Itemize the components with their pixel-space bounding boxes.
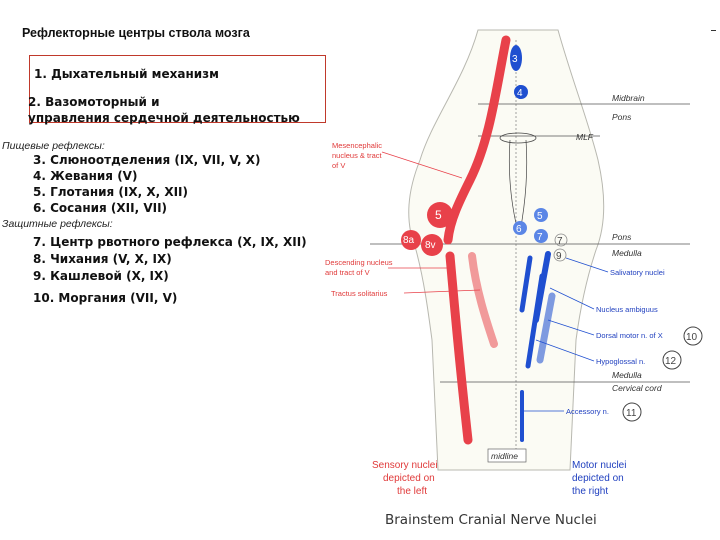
label-ambiguus: Nucleus ambiguus [596,305,658,314]
nutrition-item: 5. Глотания (IX, X, XII) [33,185,188,199]
label-hypoglossal: Hypoglossal n. [596,357,645,366]
sensory-caption-3: the left [397,486,427,497]
protective-item: 7. Центр рвотного рефлекса (X, IX, XII) [33,235,307,249]
motor-caption-3: the right [572,486,608,497]
sensory-caption-2: depicted on [383,473,435,484]
tractus-solitarius [468,252,498,348]
label-dorsal: Dorsal motor n. of X [596,331,663,340]
label-midbrain: Midbrain [612,93,645,103]
motor-col-a [519,255,533,313]
label-medulla-top: Medulla [612,248,642,258]
item-vasomotor-line1: 2. Вазомоторный и [28,95,160,109]
num-3: 3 [512,54,518,65]
protective-item: 9. Кашлевой (X, IX) [33,269,169,283]
nucleus-3 [510,45,522,71]
mesencephalic-tract [443,35,511,245]
highlight-box [29,55,326,123]
page-title: Рефлекторные центры ствола мозга [22,26,250,40]
figure-caption: Brainstem Cranial Nerve Nuclei [385,512,597,528]
protective-item: 10. Моргания (VII, V) [33,291,178,305]
item-vasomotor-line2: управления сердечной деятельностью [28,111,300,125]
label-pons-top: Pons [612,112,632,122]
label-mesencephalic-3: of V [332,161,345,170]
num-12: 12 [665,356,677,367]
num-8v: 8v [425,240,436,251]
mlf-ellipse [499,132,537,144]
label-descending-2: and tract of V [325,268,370,277]
nucleus-5-red [427,202,453,228]
num-10: 10 [686,332,698,343]
nutrition-item: 3. Слюноотделения (IX, VII, V, X) [33,153,261,167]
num-6: 6 [516,224,522,235]
label-mesencephalic-1: Mesencephalic [332,141,382,150]
label-accessory: Accessory n. [566,407,609,416]
motor-caption-2: depicted on [572,473,624,484]
label-mlf: MLF [576,132,594,142]
nutrition-item: 6. Сосания (XII, VII) [33,201,168,215]
item-respiratory: 1. Дыхательный механизм [34,67,219,81]
label-medulla-bottom: Medulla [612,370,642,380]
num-7-circle: 7 [557,236,563,247]
protective-item: 8. Чихания (V, X, IX) [33,252,172,266]
label-cervical: Cervical cord [612,383,662,393]
protective-heading: Защитные рефлексы: [2,218,113,230]
nutrition-item: 4. Жевания (V) [33,169,138,183]
motor-col-c [525,273,545,369]
label-midline: midline [491,451,518,461]
nutrition-heading: Пищевые рефлексы: [2,140,105,152]
num-9: 9 [556,251,562,262]
label-descending-1: Descending nucleus [325,258,393,267]
sensory-caption-1: Sensory nuclei [372,460,438,471]
label-mesencephalic-2: nucleus & tract [332,151,383,160]
nucleus-8v [421,234,443,256]
descending-tract [445,251,473,445]
motor-col-light [536,292,556,364]
num-4: 4 [517,88,523,99]
num-5-blue: 5 [537,211,543,222]
label-solitarius: Tractus solitarius [331,289,388,298]
label-pons-bottom: Pons [612,232,632,242]
edge-mark [711,30,716,31]
motor-caption-1: Motor nuclei [572,460,626,471]
label-salivatory: Salivatory nuclei [610,268,665,277]
num-11: 11 [626,408,637,419]
nucleus-8a [401,230,421,250]
num-8a: 8a [403,235,415,246]
num-7-blue: 7 [537,232,543,243]
num-5-red: 5 [435,208,442,222]
